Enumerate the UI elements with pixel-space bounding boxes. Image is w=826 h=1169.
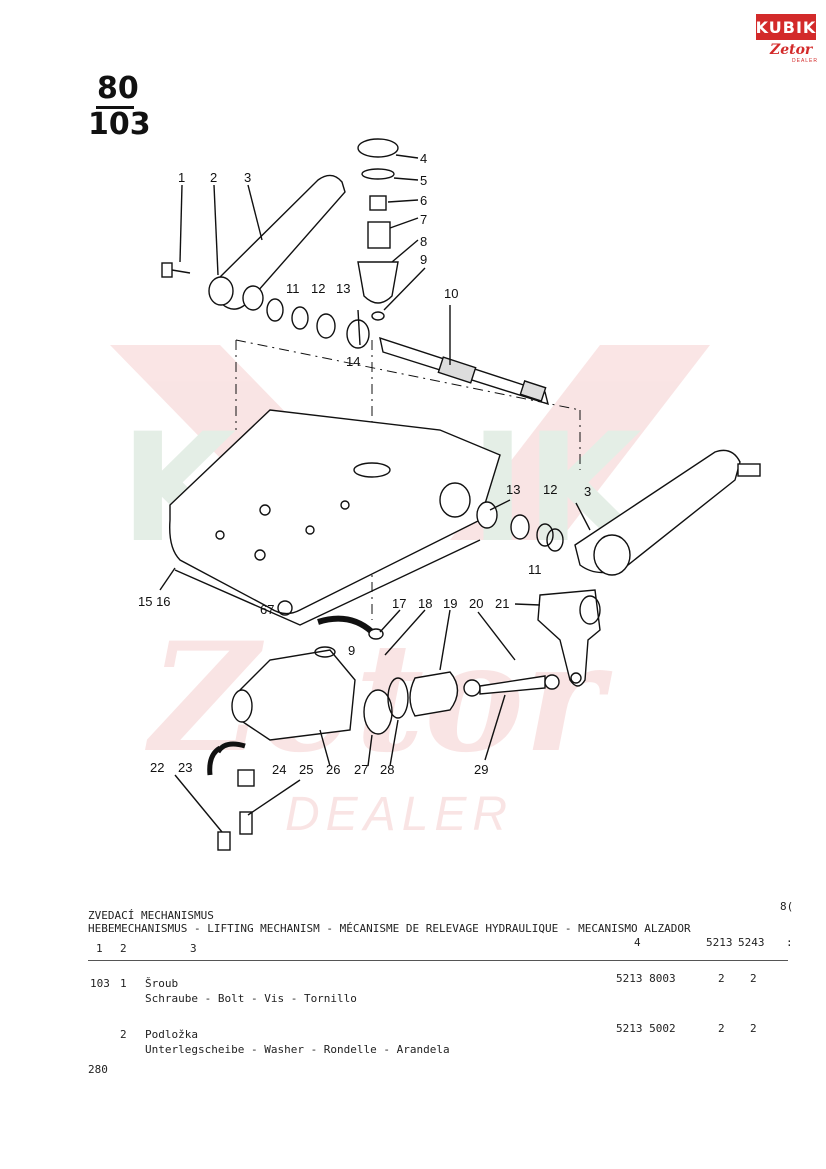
callout-21: 21	[495, 596, 509, 611]
col-header-5: 5213	[706, 936, 733, 949]
callout-8: 8	[420, 234, 427, 249]
row-name-multilang: Schraube - Bolt - Vis - Tornillo	[145, 992, 357, 1005]
callout-labels: 1 2 3 4 5 6 7 8 9 10 11 12 13 14 13 12 3…	[138, 151, 591, 777]
callout-9-lower: 9	[348, 643, 355, 658]
callout-20: 20	[469, 596, 483, 611]
callout-19: 19	[443, 596, 457, 611]
callout-3-right: 3	[584, 484, 591, 499]
exploded-diagram: KUBIK Zetor DEALER	[110, 138, 761, 851]
brand-logo: KUBIK	[756, 14, 816, 40]
page-footer-number: 280	[88, 1063, 108, 1076]
col-header-4: 4	[634, 936, 641, 949]
callout-67: 67	[260, 602, 274, 617]
callout-2: 2	[210, 170, 217, 185]
col-header-6: 5243	[738, 936, 765, 949]
lift-housing-cover	[169, 409, 501, 615]
col-header-1: 1	[96, 942, 103, 955]
callout-7: 7	[420, 212, 427, 227]
callout-12-right: 12	[543, 482, 557, 497]
row-position: 2	[120, 1028, 127, 1041]
pipe-part-17	[317, 615, 375, 635]
callout-10: 10	[444, 286, 458, 301]
callout-4: 4	[420, 151, 427, 166]
row-position: 1	[120, 977, 127, 990]
piston-rod-part-29	[463, 674, 560, 697]
col-header-3: 3	[190, 942, 197, 955]
page-number-top: 80	[97, 71, 139, 106]
callout-15-16: 15 16	[138, 594, 171, 609]
corner-reference: 8(	[780, 900, 794, 913]
bolt-part-22	[217, 831, 231, 851]
callout-9: 9	[420, 252, 427, 267]
table-divider	[88, 960, 788, 961]
row-figure: 103	[90, 977, 110, 990]
callout-29: 29	[474, 762, 488, 777]
watermark: KUBIK Zetor DEALER	[110, 345, 710, 841]
page-number-divider	[96, 106, 134, 109]
callout-6: 6	[420, 193, 427, 208]
callout-11: 11	[286, 281, 300, 296]
callout-5: 5	[420, 173, 427, 188]
callout-22: 22	[150, 760, 164, 775]
callout-13: 13	[336, 281, 350, 296]
watermark-text-3: DEALER	[285, 788, 513, 841]
callout-11-right: 11	[528, 562, 542, 577]
bush-rings-left	[266, 298, 370, 349]
callout-24: 24	[272, 762, 286, 777]
callout-18: 18	[418, 596, 432, 611]
lift-arm-left	[214, 174, 346, 310]
splined-shaft-part-10	[379, 336, 549, 406]
callout-12: 12	[311, 281, 325, 296]
row-name-cz: Podložka	[145, 1028, 198, 1041]
bolt-part-25	[239, 811, 253, 835]
row-name-multilang: Unterlegscheibe - Washer - Rondelle - Ar…	[145, 1043, 450, 1056]
seal-ring-part-27	[363, 689, 393, 735]
col-header-2: 2	[120, 942, 127, 955]
brand-sub-caption: DEALER	[792, 58, 819, 64]
callout-27: 27	[354, 762, 368, 777]
callout-14: 14	[346, 354, 360, 369]
brand-sub-logo: Zetor	[770, 42, 813, 58]
row-qty-5243: 2	[750, 1022, 757, 1035]
callout-23: 23	[178, 760, 192, 775]
pipe-part-23	[207, 741, 246, 776]
row-part-number: 5213 5002	[616, 1022, 676, 1035]
piston-part-19	[409, 671, 459, 717]
row-part-number: 5213 8003	[616, 972, 676, 985]
row-qty-5213: 2	[718, 1022, 725, 1035]
page-number-bottom: 103	[88, 107, 151, 142]
seal-ring-part-28	[387, 677, 409, 719]
valve-cap-stack	[357, 138, 399, 321]
callout-25: 25	[299, 762, 313, 777]
bolt-part-1	[161, 262, 191, 278]
row-name-cz: Šroub	[145, 977, 179, 990]
col-header-7: :	[786, 936, 793, 949]
lift-cylinder-part-26	[239, 649, 356, 741]
lift-arm-part-21	[537, 589, 601, 687]
callout-13-right: 13	[506, 482, 520, 497]
row-qty-5213: 2	[718, 972, 725, 985]
callout-26: 26	[326, 762, 340, 777]
callout-17: 17	[392, 596, 406, 611]
section-heading-cz: ZVEDACÍ MECHANISMUS	[88, 909, 214, 922]
callout-3: 3	[244, 170, 251, 185]
row-qty-5243: 2	[750, 972, 757, 985]
arm-hub-left	[208, 276, 234, 306]
section-heading-multilang: HEBEMECHANISMUS - LIFTING MECHANISM - MÉ…	[88, 922, 691, 935]
callout-1: 1	[178, 170, 185, 185]
callout-28: 28	[380, 762, 394, 777]
